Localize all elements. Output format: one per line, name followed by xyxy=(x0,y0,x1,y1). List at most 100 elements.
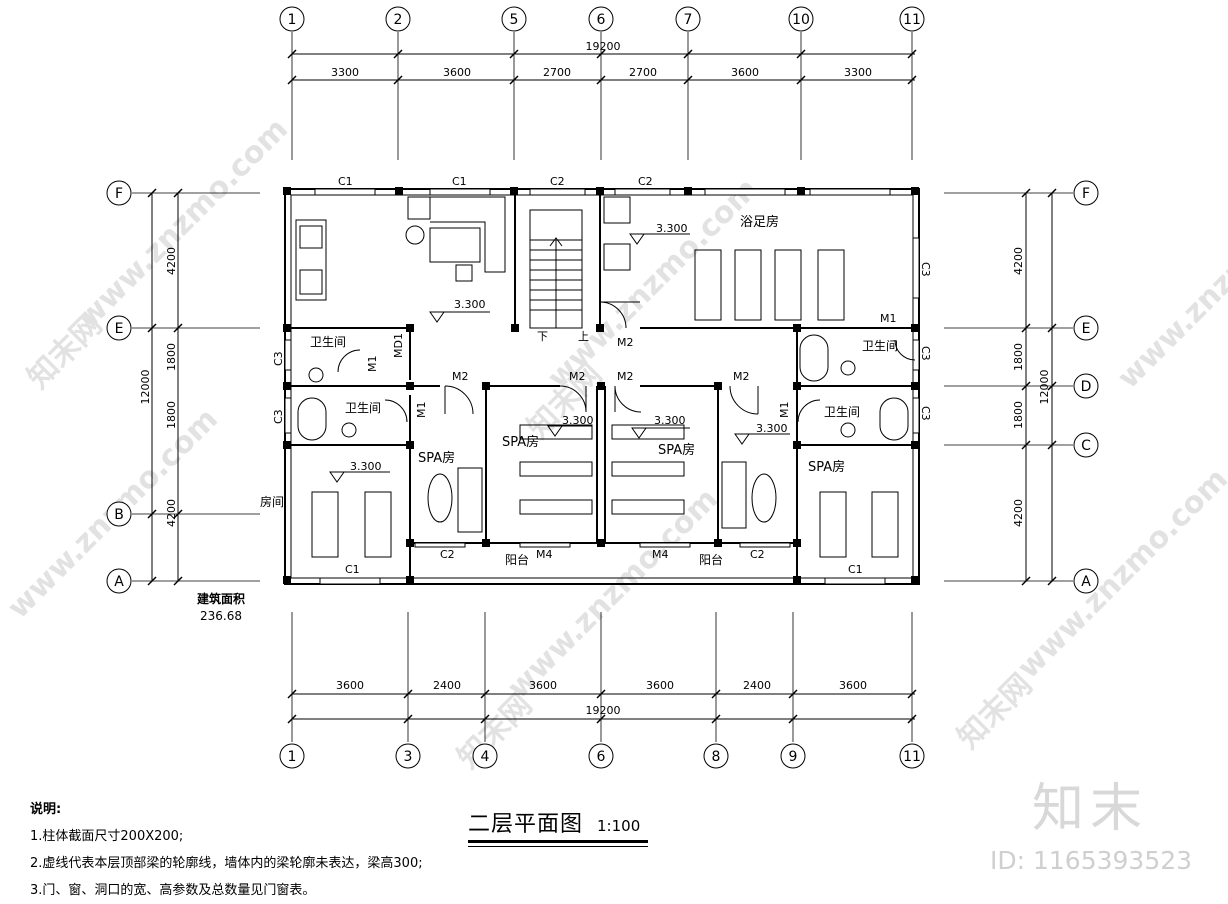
dim-left: 4200 xyxy=(165,247,178,275)
axis-bubble-circle xyxy=(899,743,925,769)
window-tag: C2 xyxy=(638,175,653,188)
watermark-text: www.znzmo.com xyxy=(501,482,725,706)
door-tag: M2 xyxy=(569,370,586,383)
axis-bubble-circle xyxy=(395,743,421,769)
axis-bubble-label: D xyxy=(1081,379,1092,395)
area-value: 236.68 xyxy=(200,609,242,623)
axis-bubble-bottom: 9 xyxy=(780,743,806,769)
axis-bubble-bottom: 8 xyxy=(703,743,729,769)
axis-bubble-circle xyxy=(780,743,806,769)
axis-bubble-label: A xyxy=(1081,574,1091,590)
notes-heading: 说明: xyxy=(30,802,62,817)
door-tag: M1 xyxy=(366,356,379,373)
notes-block: 说明: 1.柱体截面尺寸200X200; 2.虚线代表本层顶部梁的轮廓线，墙体内… xyxy=(30,796,423,904)
axis-bubble-left: A xyxy=(106,568,132,594)
axis-bubble-circle xyxy=(899,6,925,32)
dim-top: 3600 xyxy=(731,66,759,79)
area-label: 建筑面积 xyxy=(196,591,245,606)
dim-right-total: 12000 xyxy=(1038,370,1051,405)
watermark-text: www.znzmo.com xyxy=(71,112,295,336)
dim-right: 1800 xyxy=(1012,343,1025,371)
axis-bubble-label: 1 xyxy=(288,749,297,765)
watermark-text: www.znzmo.com xyxy=(1111,172,1228,396)
axis-bubble-bottom: 4 xyxy=(472,743,498,769)
level-label: 3.300 xyxy=(656,222,688,235)
window-tag: C2 xyxy=(440,548,455,561)
dim-bottom: 3600 xyxy=(529,679,557,692)
watermark-id: ID: 1165393523 xyxy=(990,846,1193,875)
dim-right: 4200 xyxy=(1012,247,1025,275)
axis-bubble-left: B xyxy=(106,501,132,527)
axis-bubble-label: 9 xyxy=(789,749,798,765)
axis-bubble-bottom: 3 xyxy=(395,743,421,769)
room-label-balcony: 阳台 xyxy=(505,552,529,567)
window-tag: C3 xyxy=(272,351,285,366)
dim-top: 2700 xyxy=(629,66,657,79)
axis-bubble-bottom: 6 xyxy=(588,743,614,769)
dim-top: 3600 xyxy=(443,66,471,79)
window-tag: C1 xyxy=(345,563,360,576)
door-tag: M4 xyxy=(652,548,669,561)
axis-bubble-circle xyxy=(501,6,527,32)
dim-left: 4200 xyxy=(165,499,178,527)
note-item: 2.虚线代表本层顶部梁的轮廓线，墙体内的梁轮廓未表达，梁高300; xyxy=(30,856,423,871)
axis-bubble-circle xyxy=(106,501,132,527)
axis-bubble-right: D xyxy=(1073,373,1099,399)
axis-bubble-label: 2 xyxy=(394,12,403,28)
axis-bubble-label: F xyxy=(1082,186,1090,202)
axis-bubble-label: C xyxy=(1081,438,1091,454)
axis-bubble-label: 7 xyxy=(684,12,693,28)
watermark-text: www.znzmo.com xyxy=(1011,462,1228,686)
stair-down-label: 下 xyxy=(537,330,548,343)
dim-left: 1800 xyxy=(165,343,178,371)
dim-left-total: 12000 xyxy=(139,370,152,405)
room-label-spa: SPA房 xyxy=(808,459,845,475)
axis-bubble-label: 4 xyxy=(481,749,490,765)
door-tag: M1 xyxy=(415,402,428,419)
axis-bubble-top: 7 xyxy=(675,6,701,32)
dim-bottom: 3600 xyxy=(839,679,867,692)
axis-bubble-circle xyxy=(588,743,614,769)
room-label-foot-bath: 浴足房 xyxy=(740,214,779,230)
dim-right: 4200 xyxy=(1012,499,1025,527)
room-label-spa: SPA房 xyxy=(658,442,695,458)
plan-scale: 1:100 xyxy=(597,817,641,835)
room-label-room: 房间 xyxy=(260,494,284,509)
axis-bubble-label: 5 xyxy=(510,12,519,28)
level-label: 3.300 xyxy=(562,414,594,427)
axis-bubble-label: E xyxy=(115,321,124,337)
room-label-toilet: 卫生间 xyxy=(824,405,860,419)
axis-bubble-circle xyxy=(385,6,411,32)
room-label-balcony: 阳台 xyxy=(699,552,723,567)
door-tag: MD1 xyxy=(392,333,405,358)
axis-bubble-label: 1 xyxy=(288,12,297,28)
dim-left: 1800 xyxy=(165,401,178,429)
dim-total-top: 19200 xyxy=(586,40,621,53)
door-tag: M1 xyxy=(778,402,791,419)
dim-top: 2700 xyxy=(543,66,571,79)
window-tag: C3 xyxy=(272,409,285,424)
axis-bubble-left: E xyxy=(106,315,132,341)
axis-bubble-label: F xyxy=(115,186,123,202)
axis-bubble-bottom: 1 xyxy=(279,743,305,769)
axis-bubble-circle xyxy=(1073,315,1099,341)
axis-bubble-right: A xyxy=(1073,568,1099,594)
window-tag: C1 xyxy=(338,175,353,188)
room-label-toilet: 卫生间 xyxy=(345,401,381,415)
axis-bubble-bottom: 11 xyxy=(899,743,925,769)
dim-total-bottom: 19200 xyxy=(586,704,621,717)
room-label-toilet: 卫生间 xyxy=(310,335,346,349)
window-tag: C3 xyxy=(919,262,932,277)
level-label: 3.300 xyxy=(454,298,486,311)
axis-bubble-label: A xyxy=(114,574,124,590)
staircase xyxy=(529,209,583,329)
axis-bubble-circle xyxy=(106,315,132,341)
watermark-text: 知末网 xyxy=(951,667,1039,755)
axis-bubble-circle xyxy=(1073,373,1099,399)
axis-bubble-right: E xyxy=(1073,315,1099,341)
title-underline xyxy=(468,840,648,843)
dim-top: 3300 xyxy=(844,66,872,79)
window-tag: C2 xyxy=(750,548,765,561)
